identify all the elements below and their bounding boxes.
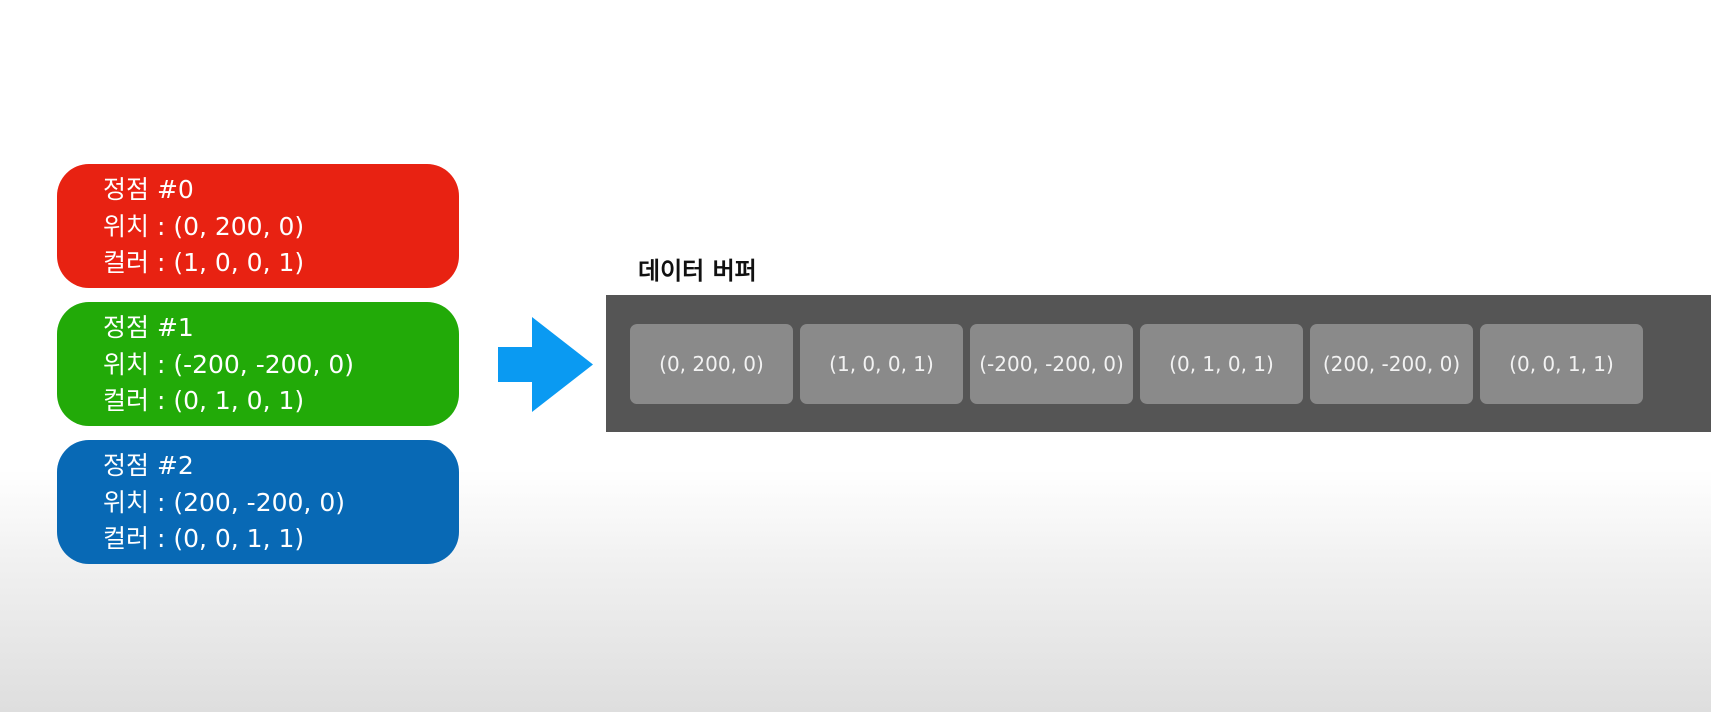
buffer-cell: (-200, -200, 0) xyxy=(970,324,1133,404)
vertex-position: 위치 : (200, -200, 0) xyxy=(103,487,345,517)
vertex-title: 정점 #2 xyxy=(103,451,194,480)
vertex-position: 위치 : (0, 200, 0) xyxy=(103,211,305,241)
buffer-cell: (200, -200, 0) xyxy=(1310,324,1473,404)
vertex-color: 컬러 : (0, 1, 0, 1) xyxy=(103,386,305,415)
vertex-color: 컬러 : (0, 0, 1, 1) xyxy=(103,524,305,553)
vertex-color: 컬러 : (1, 0, 0, 1) xyxy=(103,248,305,277)
buffer-title: 데이터 버퍼 xyxy=(638,257,757,285)
buffer-cell: (0, 200, 0) xyxy=(630,324,793,404)
buffer-cell: (0, 0, 1, 1) xyxy=(1480,324,1643,404)
vertex-card-1: 정점 #1 위치 : (-200, -200, 0) 컬러 : (0, 1, 0… xyxy=(57,302,459,426)
buffer-cell: (1, 0, 0, 1) xyxy=(800,324,963,404)
vertex-position: 위치 : (-200, -200, 0) xyxy=(103,349,354,379)
right-arrow-icon xyxy=(498,317,593,412)
vertex-card-0: 정점 #0 위치 : (0, 200, 0) 컬러 : (1, 0, 0, 1) xyxy=(57,164,459,288)
vertex-title: 정점 #0 xyxy=(103,175,194,204)
data-buffer: (0, 200, 0) (1, 0, 0, 1) (-200, -200, 0)… xyxy=(606,295,1711,432)
vertex-card-2: 정점 #2 위치 : (200, -200, 0) 컬러 : (0, 0, 1,… xyxy=(57,440,459,564)
vertex-title: 정점 #1 xyxy=(103,313,194,342)
buffer-cell: (0, 1, 0, 1) xyxy=(1140,324,1303,404)
